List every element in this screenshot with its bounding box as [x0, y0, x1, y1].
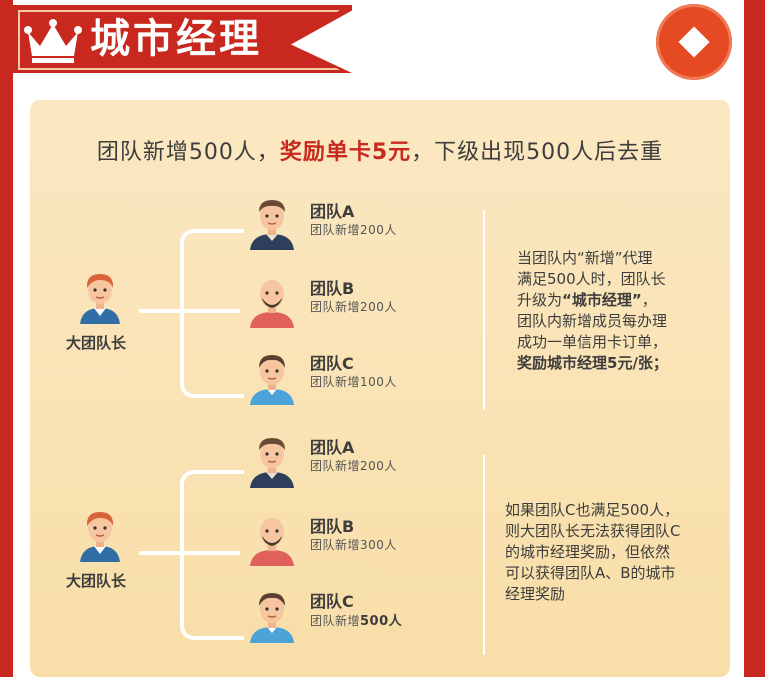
- team-count-value: 200人: [360, 300, 397, 314]
- description-line: 的城市经理奖励，但依然: [505, 543, 671, 561]
- team-count: 团队新增100人: [310, 373, 397, 390]
- team-count-prefix: 团队新增: [310, 223, 361, 237]
- person-avatar-icon: [250, 438, 294, 488]
- person-avatar-icon: [250, 280, 294, 328]
- description-emphasis: “城市经理”: [562, 291, 642, 309]
- team-name: 团队B: [310, 517, 355, 536]
- tree-bracket: [180, 229, 244, 398]
- tree-connector: [139, 551, 183, 555]
- headline-highlight: 奖励单卡5元: [279, 140, 412, 165]
- tree-branch: [180, 551, 240, 555]
- team-count-prefix: 团队新增: [310, 538, 361, 552]
- team-count-value: 200人: [360, 459, 397, 473]
- description-line: 当团队内“新增”代理: [517, 249, 653, 267]
- diamond-icon: [678, 26, 710, 58]
- team-name: 团队A: [310, 438, 355, 457]
- person-avatar-icon: [250, 518, 294, 566]
- group-description: 如果团队C也满足500人， 则大团队长无法获得团队C 的城市经理奖励，但依然 可…: [505, 500, 680, 605]
- team-count: 团队新增200人: [310, 298, 397, 315]
- headline-prefix: 团队新增500人，: [96, 140, 280, 165]
- description-text: ，: [641, 291, 657, 309]
- leader-label: 大团队长: [66, 572, 127, 590]
- description-line: 经理奖励: [505, 585, 566, 603]
- group-description: 当团队内“新增”代理 满足500人时，团队长 升级为“城市经理”， 团队内新增成…: [517, 248, 668, 374]
- team-name: 团队C: [310, 354, 354, 373]
- vertical-divider: [483, 210, 485, 410]
- team-count-value: 500人: [360, 614, 403, 629]
- description-text: 升级为: [517, 291, 563, 309]
- team-name: 团队A: [310, 202, 355, 221]
- team-count-value: 200人: [360, 223, 397, 237]
- person-avatar-icon: [250, 593, 294, 643]
- team-count-value: 100人: [360, 375, 397, 389]
- tree-connector: [139, 309, 183, 313]
- team-count: 团队新增500人: [310, 610, 402, 629]
- team-name: 团队B: [310, 279, 355, 298]
- team-count: 团队新增200人: [310, 221, 397, 238]
- description-line: 满足500人时，团队长: [517, 270, 666, 288]
- team-count-prefix: 团队新增: [310, 375, 361, 389]
- person-avatar-icon: [250, 200, 294, 250]
- person-avatar-icon: [250, 355, 294, 405]
- vertical-divider: [483, 455, 485, 655]
- headline: 团队新增500人，奖励单卡5元，下级出现500人后去重: [30, 134, 730, 166]
- team-count: 团队新增200人: [310, 457, 397, 474]
- left-frame-border: [0, 0, 13, 677]
- headline-suffix: ，下级出现500人后去重: [411, 140, 664, 165]
- description-line: 如果团队C也满足500人，: [505, 501, 680, 519]
- person-avatar-icon: [80, 274, 120, 324]
- team-count-value: 300人: [360, 538, 397, 552]
- description-line: 奖励城市经理5元/张；: [517, 354, 668, 372]
- tree-branch: [180, 309, 240, 313]
- crown-icon: [24, 19, 82, 63]
- description-line: 则大团队长无法获得团队C: [505, 522, 681, 540]
- description-line: 可以获得团队A、B的城市: [505, 564, 676, 582]
- team-count-prefix: 团队新增: [310, 300, 361, 314]
- person-avatar-icon: [80, 512, 120, 562]
- description-line: 成功一单信用卡订单，: [517, 333, 668, 351]
- right-frame-border: [744, 0, 765, 677]
- team-name: 团队C: [310, 592, 354, 611]
- team-count-prefix: 团队新增: [310, 459, 361, 473]
- team-count-prefix: 团队新增: [310, 614, 361, 628]
- content-panel: [30, 100, 730, 677]
- description-line: 升级为“城市经理”，: [517, 290, 668, 311]
- tree-bracket: [180, 470, 244, 640]
- page-title: 城市经理: [90, 16, 262, 62]
- corner-badge-button[interactable]: [656, 4, 732, 80]
- leader-label: 大团队长: [66, 334, 127, 352]
- team-count: 团队新增300人: [310, 536, 397, 553]
- description-line: 团队内新增成员每办理: [517, 312, 668, 330]
